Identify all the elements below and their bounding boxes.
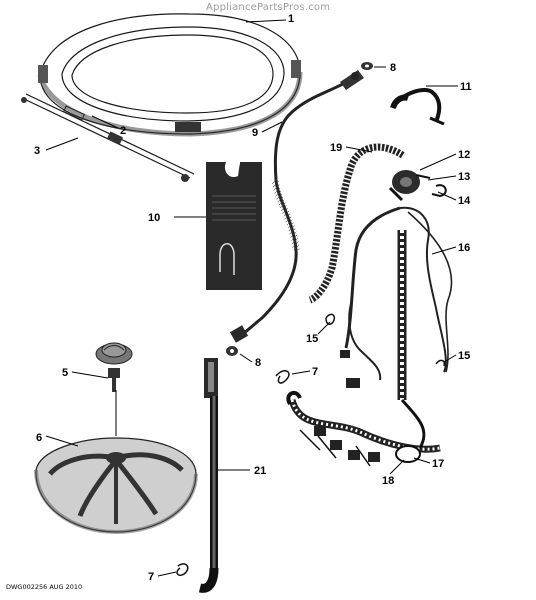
bracket-rod-part [21,93,195,182]
callout-label: 11 [460,81,472,93]
callout-label: 17 [432,458,444,470]
callout-label: 21 [254,465,266,477]
pulsator-part [34,437,198,535]
callout-label: 18 [382,475,394,487]
callout-labels: 1 2 3 5 6 7 7 8 8 9 10 11 12 13 14 15 15… [34,13,472,583]
harness-bundle-part [286,390,441,467]
callout-label: 12 [458,149,470,161]
fill-hose-part [229,70,364,343]
callout-label: 7 [148,571,154,583]
callout-label: 3 [34,145,40,157]
corrugated-hose-part [308,143,406,304]
cap-bolt-part [95,342,133,392]
callout-label: 10 [148,212,160,224]
callout-label: 16 [458,242,470,254]
callout-label: 15 [458,350,470,362]
pressure-switch-part [388,170,447,202]
callout-label: 1 [288,13,294,25]
drawing-code: DWG002256 AUG 2010 [6,583,83,591]
wire-harness-part [340,206,453,400]
leader-lines [45,19,458,577]
tub-ring-part [37,13,303,137]
callout-label: 13 [458,171,470,183]
callout-label: 14 [458,195,471,207]
hook-part [390,88,445,126]
callout-label: 7 [312,366,318,378]
instruction-card-part [206,162,262,290]
callout-label: 8 [390,62,396,74]
callout-label: 2 [120,125,126,137]
callout-label: 6 [36,432,42,444]
callout-label: 19 [330,142,342,154]
callout-label: 5 [62,367,68,379]
clip-part [176,313,446,577]
watermark: AppliancePartsPros.com [206,2,331,13]
callout-label: 9 [252,127,258,139]
washer-part [226,62,373,356]
drain-tube-part [198,358,219,593]
callout-label: 15 [306,333,318,345]
callout-label: 8 [255,357,261,369]
